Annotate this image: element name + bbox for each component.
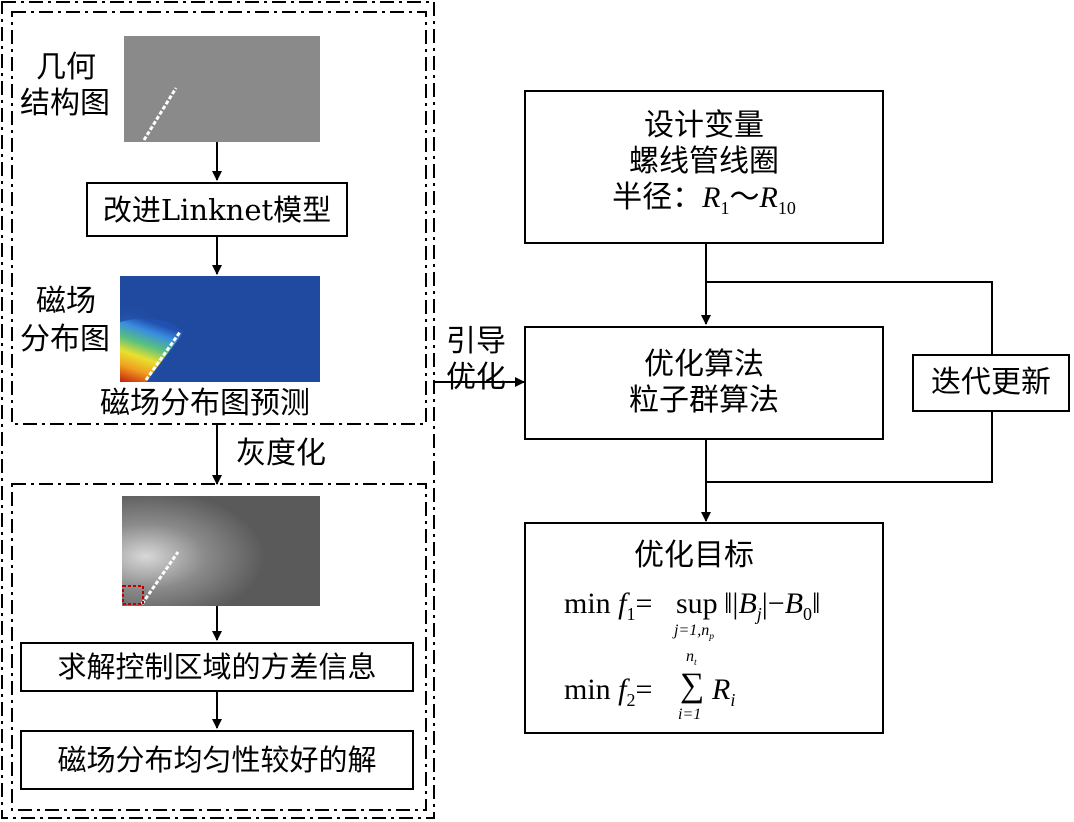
f2-sub: 2 <box>626 690 636 710</box>
sum-symbol: ∑ <box>680 667 705 704</box>
sup-index: j=1,np <box>674 622 714 646</box>
minus: − <box>767 587 785 620</box>
r-i: R <box>712 673 731 706</box>
field-label-line1: 磁场 <box>36 284 96 319</box>
f1-eq: = <box>635 587 653 620</box>
r-first-sub: 1 <box>720 198 730 218</box>
guide-label-line2: 优化 <box>446 360 506 395</box>
f2-formula: min f2= <box>564 672 652 718</box>
solution-box: 磁场分布均匀性较好的解 <box>20 730 414 790</box>
abs-close: | <box>761 587 768 620</box>
sum-upper-n: n <box>686 648 694 665</box>
geometry-image <box>124 36 320 142</box>
algorithm-box: 优化算法 粒子群算法 <box>524 326 884 440</box>
objective-title: 优化目标 <box>634 538 754 573</box>
sup-operator: sup <box>676 587 718 620</box>
prediction-caption: 磁场分布图预测 <box>100 386 310 421</box>
norm-open: ‖| <box>724 587 739 620</box>
algorithm-line1: 优化算法 <box>644 347 764 382</box>
model-box-label: 改进Linknet模型 <box>102 192 332 227</box>
iterate-box: 迭代更新 <box>912 354 1070 412</box>
control-region-box <box>122 585 144 605</box>
design-line2: 螺线管线圈 <box>629 144 779 179</box>
sum-lower: i=1 <box>678 706 702 723</box>
r-first: R <box>702 181 721 214</box>
variance-box-label: 求解控制区域的方差信息 <box>57 650 377 684</box>
b-zero: B <box>784 587 804 620</box>
sup-index-text: j=1,n <box>674 622 710 639</box>
f1-formula: min f1= <box>564 586 652 632</box>
r-last-sub: 10 <box>777 198 796 218</box>
norm-expression: ‖|Bj|−B0‖ <box>724 586 820 632</box>
design-line3: 半径：R1～R10 <box>612 180 796 226</box>
geometry-label-line1: 几何 <box>36 50 96 85</box>
iterate-box-label: 迭代更新 <box>931 365 1051 400</box>
guide-label-line1: 引导 <box>446 324 506 359</box>
f1-name: f <box>618 587 627 620</box>
f1-sub: 1 <box>626 604 636 624</box>
f2-eq: = <box>635 673 653 706</box>
design-radius-prefix: 半径： <box>612 180 703 215</box>
sum-upper: nt <box>686 648 697 672</box>
b-j: B <box>738 587 757 620</box>
tilde: ～ <box>729 180 760 215</box>
grayscale-image <box>122 496 320 606</box>
objective-box: 优化目标 min f1= sup j=1,np ‖|Bj|−B0‖ min f2… <box>524 522 884 734</box>
geometry-label-line2: 结构图 <box>20 86 110 121</box>
field-label-line2: 分布图 <box>20 322 110 357</box>
sum-upper-sub: t <box>694 657 697 669</box>
design-line1: 设计变量 <box>644 108 764 143</box>
f2-min: min <box>564 673 611 706</box>
sup-index-sub: p <box>709 631 715 643</box>
f2-name: f <box>618 673 627 706</box>
b-j-sub: j <box>756 604 762 624</box>
solution-box-label: 磁场分布均匀性较好的解 <box>57 743 377 777</box>
field-image <box>120 276 320 382</box>
r-last: R <box>759 181 778 214</box>
sum-term: Ri <box>712 672 735 718</box>
f1-min: min <box>564 587 611 620</box>
model-box: 改进Linknet模型 <box>86 182 348 237</box>
r-i-sub: i <box>730 690 736 710</box>
design-variable-box: 设计变量 螺线管线圈 半径：R1～R10 <box>524 90 884 244</box>
norm-close: ‖ <box>812 587 821 620</box>
grayscale-label: 灰度化 <box>236 436 326 471</box>
algorithm-line2: 粒子群算法 <box>629 383 779 418</box>
variance-box: 求解控制区域的方差信息 <box>20 642 414 692</box>
b-zero-sub: 0 <box>803 604 813 624</box>
